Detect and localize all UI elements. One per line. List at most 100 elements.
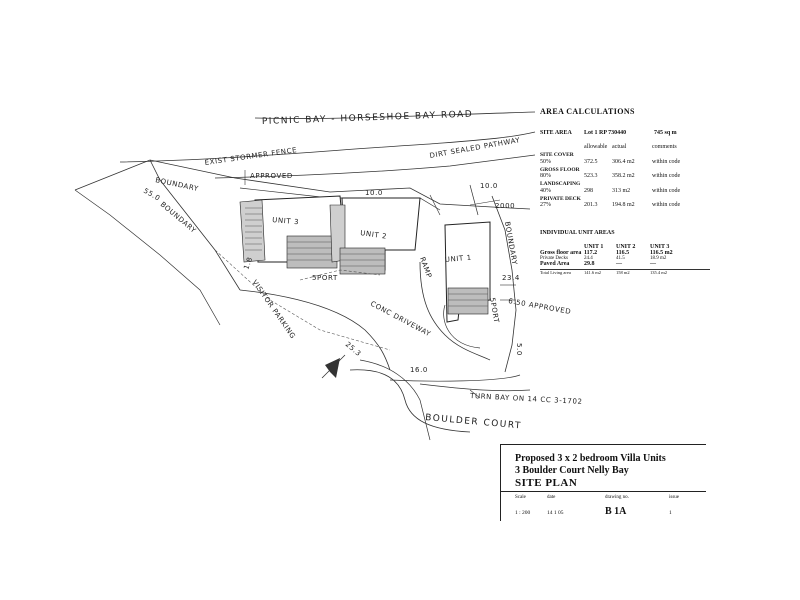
boundary-right-label: BOUNDARY [503,221,519,266]
date-label: date [547,495,556,500]
court-edge-right [389,374,521,382]
court-sweep [359,359,431,441]
area-row-values: 27% 201.3 194.8 m2 within code [540,202,695,208]
unit-1-footprint [444,221,491,323]
dashed-line-2 [214,249,391,351]
unit-row: Gross floor area 117.2 116.5 116.5 m2 [540,250,695,256]
driveway-left [239,289,391,371]
header-actual: actual [612,144,627,150]
dim-234: 23.4 [502,274,520,282]
unit-2-label: UNIT 2 [360,229,388,241]
dim-18: 1.8 [242,256,254,271]
issue-label: issue [669,495,679,500]
area-row: LANDSCAPING [540,181,695,188]
dim-100-right: 10.0 [480,182,498,190]
individual-unit-areas-title: INDIVIDUAL UNIT AREAS [540,230,615,236]
unit-row-value: 18.9 m2 [650,256,667,261]
date-value: 14 1 05 [547,510,564,516]
dim-200: 2000 [495,202,515,210]
approved-label: APPROVED [250,172,293,180]
area-calculations-title: AREA CALCULATIONS [540,107,635,116]
area-row-comment: within code [652,187,681,194]
unit-row: Paved Area 29.8 — — [540,261,695,267]
area-row-actual: 358.2 m2 [612,173,635,179]
fence-label: EXIST STORMER FENCE [204,146,297,167]
unit-row-label: Private Decks [540,256,568,261]
boundary-label-top: BOUNDARY [155,176,200,193]
fence-line [74,159,531,210]
unit-row-value: 135.4 m2 [650,270,668,275]
court-edge-left [349,369,471,433]
area-row-values: 40% 298 313 m2 within code [540,188,695,194]
area-calculations-panel: AREA CALCULATIONS SITE AREA Lot 1 RP 730… [540,107,710,276]
area-row: GROSS FLOOR [540,166,695,174]
dim-650-label: 6.50 APPROVED [508,297,572,316]
unit-row-value: 117.2 [584,250,598,256]
unit-row-value: 24.4 [584,256,593,261]
unit-row-value: 41.5 [616,256,625,261]
unit-2-footprint [329,197,421,275]
unit-row: Total Living area 141.6 m2 158 m2 135.4 … [540,270,695,276]
unit-header-1: UNIT 1 [584,244,604,250]
area-row-label: LANDSCAPING [540,181,581,187]
area-row-actual: 306.4 m2 [612,158,635,165]
carport-1-label: 5PORT [312,274,338,282]
area-row-pct: 50% [540,158,551,165]
area-row-label: PRIVATE DECK [540,195,581,202]
road-label: PICNIC BAY - HORSESHOE BAY ROAD [262,110,474,127]
area-row-comment: within code [652,158,681,165]
scale-label: Scale [515,495,526,500]
header-allowable: allowable [584,144,608,150]
unit-row-value: — [650,261,656,267]
area-row-pct: 40% [540,187,551,194]
driveway-right [419,261,491,361]
area-row-values: 80% 523.3 358.2 m2 within code [540,173,695,179]
site-area-row: SITE AREA Lot 1 RP 730440 745 sq m [540,130,695,136]
area-row-allowable: 201.3 [584,202,598,208]
title-block-divider [501,491,706,492]
road-edge-lower [119,131,536,163]
issue-value: 1 [669,510,672,516]
area-row-label: SITE COVER [540,152,574,158]
area-row-allowable: 372.5 [584,158,598,165]
unit-row-label: Paved Area [540,261,570,267]
dim-253: 25.3 [344,340,363,358]
unit-header-row: UNIT 1 UNIT 2 UNIT 3 [540,244,695,250]
boundary-left-2 [74,189,221,326]
boundary-left-label: BOUNDARY [159,200,198,235]
boundary-right-2 [469,184,479,216]
area-row-actual: 313 m2 [612,187,631,194]
unit-row-value: 141.6 m2 [584,270,602,275]
unit-3-footprint [239,195,346,269]
dirt-path-label: DIRT SEALED PATHWAY [429,136,521,160]
drawing-no-value: B 1A [605,506,627,517]
turn-bay-note: TURN BAY ON 14 CC 3-1702 [469,392,583,406]
concrete-driveway-label: CONC DRIVEWAY [369,300,432,339]
carport-2-label: 5PORT [488,297,500,324]
area-row-comment: within code [652,173,681,179]
area-rows: SITE COVER 50% 372.5 306.4 m2 within cod… [540,152,695,208]
area-row-pct: 80% [540,173,551,179]
area-row-allowable: 523.3 [584,173,598,179]
unit-row-value: 116.5 m2 [650,250,673,256]
driveway-inner [443,304,481,349]
scale-value: 1 : 200 [515,510,531,516]
drawing-no-label: drawing no. [605,495,629,500]
unit-row-value: 29.8 [584,261,595,267]
unit-row-label: Gross floor area [540,250,582,256]
path-edge [214,154,536,179]
unit-header-2: UNIT 2 [616,244,636,250]
dim-55-label: 55.0 [142,187,162,203]
title-block-values: 1 : 200 14 1 05 B 1A 1 [515,506,705,517]
drawing-title: SITE PLAN [515,477,578,489]
boundary-left [149,159,241,291]
title-block-labels: Scale date drawing no. issue [515,495,705,500]
boulder-court-label: BOULDER COURT [425,413,522,431]
area-row-label: GROSS FLOOR [540,166,580,173]
unit-1-label: UNIT 1 [444,254,472,264]
area-row: PRIVATE DECK [540,195,695,203]
dashed-line-1 [299,269,381,281]
visitor-parking-label: VISITOR PARKING [250,279,297,341]
unit-row-value: 158 m2 [616,270,630,275]
